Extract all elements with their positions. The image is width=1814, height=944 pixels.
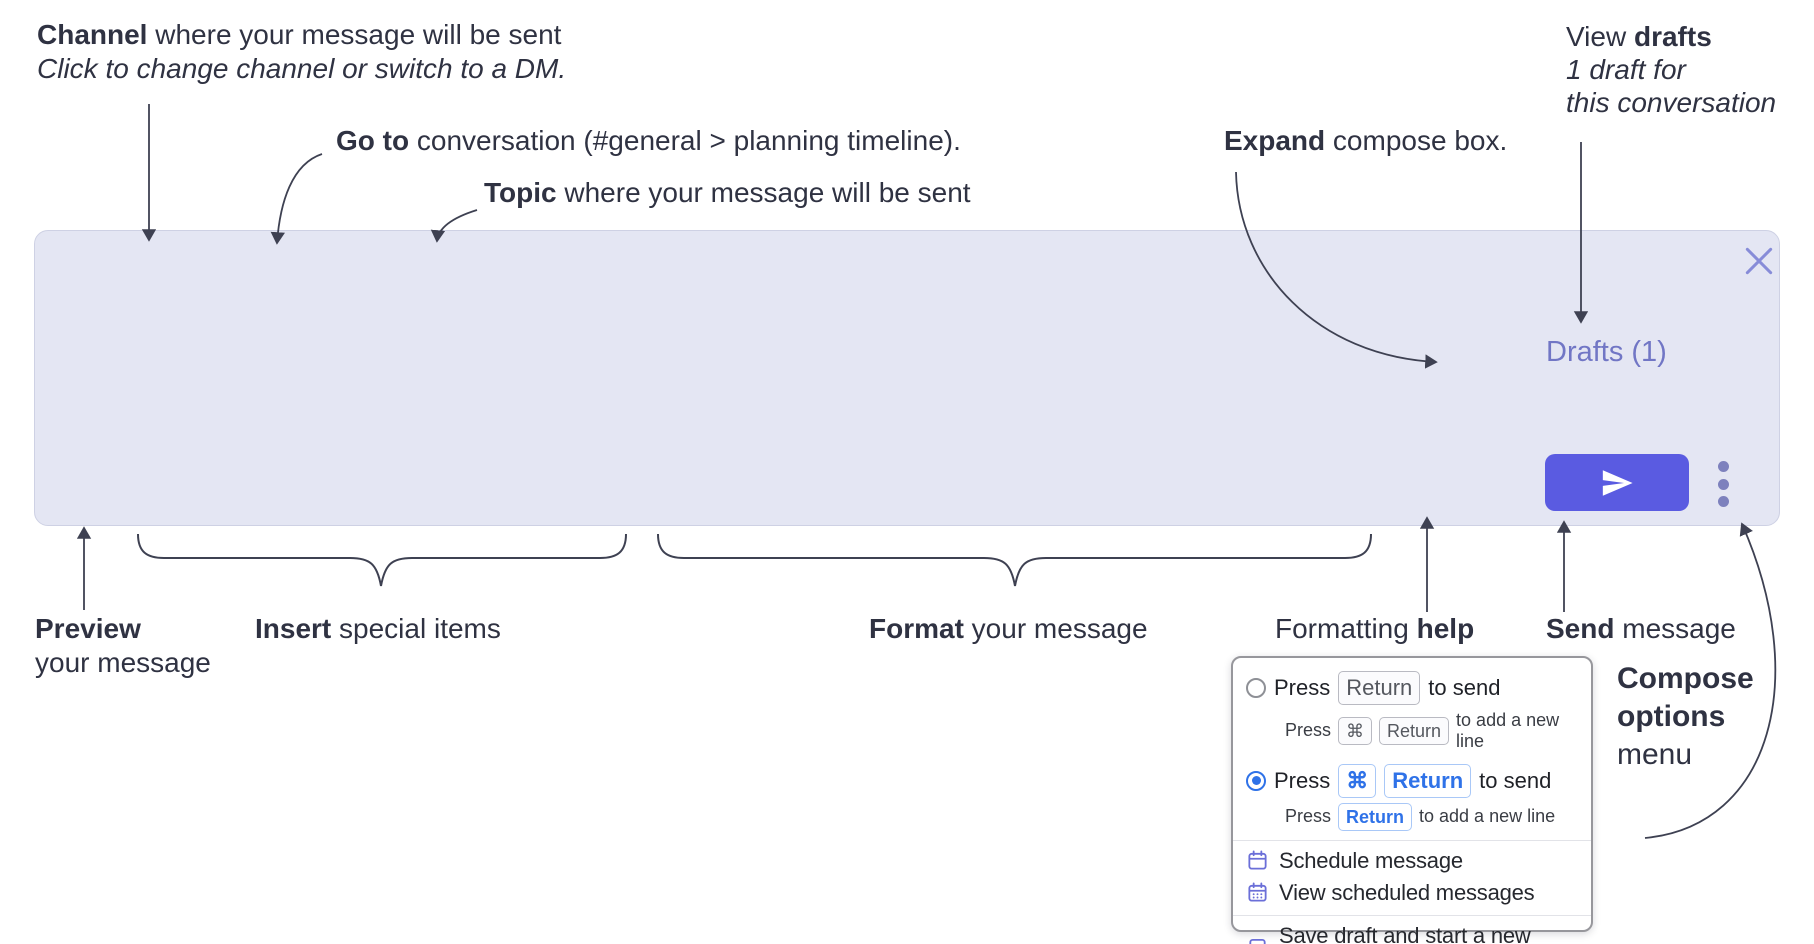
popup-divider [1233,839,1591,841]
annotation-channel: Channel where your message will be sent … [37,19,567,84]
compose-box [34,230,1780,526]
send-button[interactable] [1545,454,1689,511]
calendar-icon [1248,850,1267,870]
cmd-key: ⌘ [1338,763,1377,798]
send-plane-icon [1602,469,1633,496]
close-compose-icon[interactable] [1744,246,1774,276]
brace-insert [137,533,627,587]
annotation-insert: Insert special items [255,613,501,644]
popup-divider [1233,914,1591,916]
radio-unselected-icon[interactable] [1246,677,1266,698]
dot [1717,496,1729,507]
menu-item-view-scheduled[interactable]: View scheduled messages [1246,880,1578,906]
return-key: Return [1338,671,1421,705]
cmd-key: ⌘ [1338,716,1373,745]
return-key: Return [1384,763,1472,798]
annotation-expand: Expand compose box. [1224,125,1508,156]
option-cmd-enter-to-send[interactable]: Press ⌘ Return to send [1246,763,1578,798]
annotation-preview: Preview your message [35,613,211,678]
menu-item-schedule-message[interactable]: Schedule message [1246,848,1578,874]
brace-format [657,533,1372,587]
dot [1717,461,1729,472]
option-cmd-enter-to-send-sub: Press Return to add a new line [1285,802,1578,831]
annotation-compose-options: Compose options menu [1617,662,1754,771]
return-key: Return [1338,802,1413,831]
option-enter-to-send-sub: Press ⌘ Return to add a new line [1285,709,1560,751]
draft-check-icon [1249,939,1266,944]
annotation-topic: Topic where your message will be sent [484,177,971,208]
annotation-format: Format your message [869,613,1148,644]
annotation-formatting-help: Formatting help [1275,613,1475,644]
annotation-view-drafts: View drafts 1 draft for this conversatio… [1566,21,1777,118]
annotation-goto: Go to conversation (#general > planning … [336,125,961,156]
menu-item-save-draft[interactable]: Save draft and start a new message [1246,923,1578,944]
compose-options-popup: Press Return to send Press ⌘ Return to a… [1231,656,1593,944]
drafts-link[interactable]: Drafts (1) [1546,336,1667,368]
compose-options-menu-icon[interactable] [1712,461,1734,507]
option-enter-to-send[interactable]: Press Return to send [1246,671,1578,705]
return-key: Return [1379,716,1450,745]
dot [1717,478,1729,490]
annotation-send: Send message [1546,613,1736,644]
calendar-grid-icon [1248,882,1267,902]
radio-selected-icon[interactable] [1246,770,1266,791]
